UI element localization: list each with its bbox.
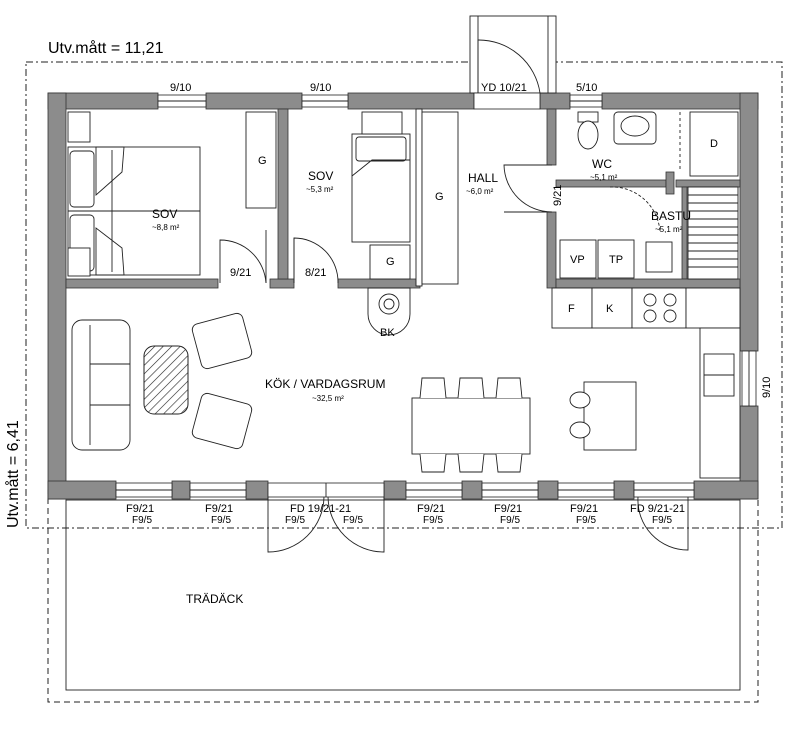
depth-dimension-label: Utv.mått = 6,41 [4, 420, 22, 528]
wc-fixtures [577, 111, 739, 177]
single-bed [351, 111, 411, 280]
interior-walls [65, 108, 741, 289]
svg-text:F9/5: F9/5 [423, 515, 443, 526]
room-bastu-area: ~5,1 m² [655, 225, 683, 234]
kitchen-island [569, 381, 637, 451]
svg-text:F9/5: F9/5 [211, 515, 231, 526]
svg-text:F9/5: F9/5 [652, 515, 672, 526]
room-sov2-name: SOV [308, 169, 333, 183]
svg-text:F9/5: F9/5 [132, 515, 152, 526]
svg-text:F9/5: F9/5 [500, 515, 520, 526]
room-sov2-area: ~5,3 m² [306, 185, 334, 194]
stove [367, 287, 411, 336]
freezer-label: K [606, 303, 614, 315]
d-label: D [710, 138, 718, 150]
svg-text:F9/21: F9/21 [417, 503, 445, 515]
armchair-2 [191, 392, 253, 450]
outer-dimension-outline [25, 61, 783, 529]
entry-door [469, 15, 557, 110]
svg-text:F9/5: F9/5 [343, 515, 363, 526]
coffee-table [143, 345, 189, 415]
deck-label: TRÄDÄCK [186, 592, 243, 606]
window-label-top-2: 9/10 [310, 82, 331, 94]
vp-label: VP [570, 254, 585, 266]
room-wc-area: ~5,1 m² [590, 173, 618, 182]
svg-text:F9/21: F9/21 [570, 503, 598, 515]
dining-table [411, 377, 531, 473]
door-label-sov1: 9/21 [230, 267, 251, 279]
stove-label: BK [380, 327, 395, 339]
window-label-right: 9/10 [761, 377, 773, 398]
top-windows [157, 94, 603, 108]
wardrobe-2-label: G [386, 256, 395, 268]
room-sov1-area: ~8,8 m² [152, 223, 180, 232]
svg-text:F9/5: F9/5 [576, 515, 596, 526]
room-hall-name: HALL [468, 171, 498, 185]
tp-label: TP [609, 254, 623, 266]
svg-text:FD 9/21-21: FD 9/21-21 [630, 503, 685, 515]
svg-text:F9/21: F9/21 [494, 503, 522, 515]
room-wc-name: WC [592, 157, 612, 171]
entry-door-label: YD 10/21 [481, 82, 527, 94]
wardrobe-1 [245, 111, 277, 209]
width-dimension-label: Utv.mått = 11,21 [48, 39, 164, 57]
svg-text:F9/21: F9/21 [126, 503, 154, 515]
wardrobe-1-label: G [258, 155, 267, 167]
room-kok-area: ~32,5 m² [312, 394, 344, 403]
room-kok-name: KÖK / VARDAGSRUM [265, 377, 385, 391]
door-label-sov2: 8/21 [305, 267, 326, 279]
washer [559, 239, 597, 279]
sauna-benches [645, 186, 739, 280]
svg-text:F9/21: F9/21 [205, 503, 233, 515]
window-label-top-1: 9/10 [170, 82, 191, 94]
door-label-wc: 9/21 [552, 185, 564, 206]
bottom-windows [115, 482, 695, 498]
svg-text:F9/5: F9/5 [285, 515, 305, 526]
interior-doors [219, 164, 661, 284]
svg-text:FD 19/21-21: FD 19/21-21 [290, 503, 351, 515]
bottom-opening-labels: F9/21 F9/5 F9/21 F9/5 FD 19/21-21 F9/5 F… [126, 503, 685, 526]
deck-inner-outline [65, 499, 741, 691]
wardrobe-3-label: G [435, 191, 444, 203]
fridge-label: F [568, 303, 575, 315]
wardrobe-3 [421, 111, 459, 285]
kitchen-units [551, 287, 741, 479]
dryer [597, 239, 635, 279]
double-bed [67, 111, 201, 277]
room-bastu-name: BASTU [651, 209, 691, 223]
room-hall-area: ~6,0 m² [466, 187, 494, 196]
exterior-walls [47, 92, 759, 500]
sofa [71, 319, 131, 451]
armchair-1 [191, 312, 253, 370]
patio-doors [267, 482, 689, 553]
window-label-top-3: 5/10 [576, 82, 597, 94]
room-sov1-name: SOV [152, 207, 177, 221]
